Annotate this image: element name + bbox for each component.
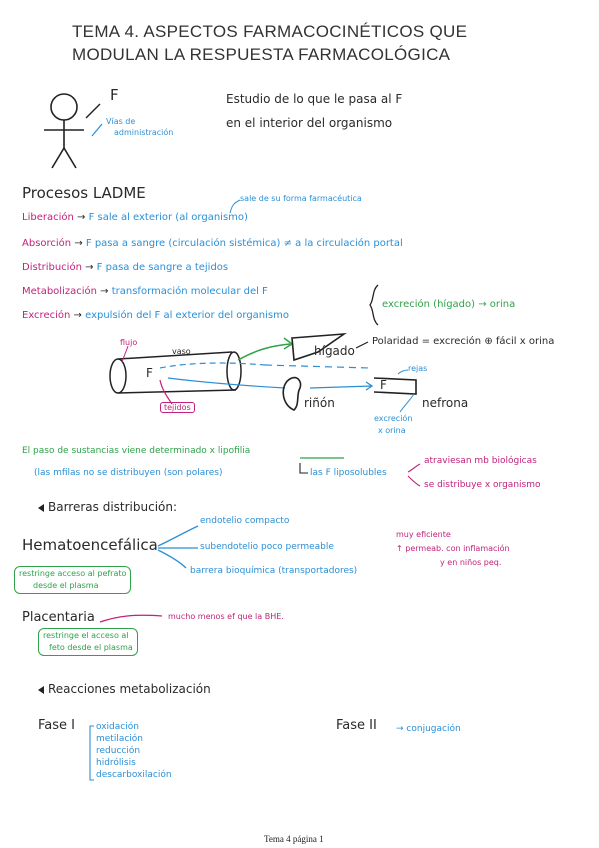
fase1-item-3: reducción (96, 746, 141, 756)
study-line-1: Estudio de lo que le pasa al F (226, 92, 403, 106)
reacciones-heading: Reacciones metabolización (48, 682, 211, 696)
ladme-term: Distribución (22, 262, 82, 273)
nephron-f-label: F (380, 378, 387, 392)
ladme-desc: F pasa de sangre a tejidos (96, 262, 229, 273)
barreras-heading: Barreras distribución: (48, 500, 178, 514)
ladme-heading: Procesos LADME (22, 184, 146, 202)
hemato-item-3: barrera bioquímica (transportadores) (190, 566, 358, 576)
eficiente-note-3: y en niños peq. (440, 558, 502, 567)
fase2-item-text: conjugación (406, 724, 461, 734)
study-line-2: en el interior del organismo (226, 116, 393, 130)
ladme-desc: F pasa a sangre (circulación sistémica) … (85, 238, 403, 249)
hemato-item-2: subendotelio poco permeable (200, 542, 334, 552)
atraviesan-note: atraviesan mb biológicas (424, 456, 537, 466)
vessel-f-label: F (146, 366, 153, 380)
lipofilia-line: El paso de sustancias viene determinado … (22, 446, 251, 456)
rejas-label: rejas (408, 364, 428, 373)
ladme-desc: transformación molecular del F (111, 286, 268, 297)
higado-label: hígado (314, 344, 355, 358)
ladme-desc: F sale al exterior (al organismo) (88, 212, 248, 223)
excrecion-note: excreción (hígado) → orina (382, 299, 516, 310)
stick-figure-icon (44, 93, 84, 169)
ladme-term: Metabolización (22, 286, 97, 297)
ladme-term: Liberación (22, 212, 74, 223)
vias-label-2: administración (114, 128, 174, 137)
hemato-note-2: desde el plasma (33, 581, 99, 590)
fase1-item-1: oxidación (96, 722, 139, 732)
ladme-row-liberacion: Liberación → F sale al exterior (al orga… (22, 212, 248, 223)
ladme-term: Absorción (22, 238, 72, 249)
hemato-note-1: restringe acceso al pefrato (19, 569, 127, 578)
hemato-heading: Hematoencefálica (22, 536, 158, 554)
fase2-item: → conjugación (396, 724, 461, 734)
fase2-label: Fase II (336, 718, 377, 733)
rinon-label: riñón (304, 396, 335, 410)
placenta-note-box: restringe el acceso al feto desde el pla… (38, 628, 138, 656)
eficiente-note-1: muy eficiente (396, 530, 451, 539)
liposolubles-note: las F liposolubles (310, 468, 387, 478)
nefrona-label: nefrona (422, 396, 469, 410)
polaridad-note: Polaridad = excreción ⊕ fácil x orina (372, 336, 555, 347)
flujo-label: flujo (120, 338, 138, 347)
ladme-row-absorcion: Absorción → F pasa a sangre (circulación… (22, 238, 403, 249)
placentaria-heading: Placentaria (22, 610, 95, 625)
ladme-row-excrecion: Excreción → expulsión del F al exterior … (22, 310, 289, 321)
tejidos-label: tejidos (160, 402, 195, 413)
placentaria-note: mucho menos ef que la BHE. (168, 612, 284, 621)
placenta-note-1: restringe el acceso al (43, 631, 129, 640)
hemato-note-box: restringe acceso al pefrato desde el pla… (14, 566, 132, 594)
page-footer: Tema 4 página 1 (264, 834, 324, 844)
ladme-row-distribucion: Distribución → F pasa de sangre a tejido… (22, 262, 229, 273)
vias-label-1: Vías de (106, 117, 136, 126)
mfilas-note: (las mfilas no se distribuyen (son polar… (34, 468, 223, 478)
fase1-item-5: descarboxilación (96, 770, 172, 780)
kidney-drawing (282, 376, 302, 411)
page-title-line-2: MODULAN LA RESPUESTA FARMACOLÓGICA (72, 45, 451, 64)
drug-f-label: F (110, 86, 119, 104)
eficiente-note-2: ↑ permeab. con inflamación (396, 544, 510, 553)
hemato-item-1: endotelio compacto (200, 516, 290, 526)
fase1-item-2: metilación (96, 734, 144, 744)
distribuye-note: se distribuye x organismo (424, 480, 541, 490)
ladme-term: Excreción (22, 310, 71, 321)
ladme-row-metabolizacion: Metabolización → transformación molecula… (22, 286, 268, 297)
fase1-label: Fase I (38, 718, 75, 733)
placenta-note-2: feto desde el plasma (49, 643, 133, 652)
liver-drawing (291, 332, 347, 362)
excrecion-label-2: x orina (378, 426, 406, 435)
page-title-line-1: TEMA 4. ASPECTOS FARMACOCINÉTICOS QUE (72, 22, 468, 41)
vessel-drawing (109, 351, 242, 394)
vaso-label: vaso (172, 347, 191, 356)
excrecion-label-1: excreción (374, 414, 413, 423)
sale-note: sale de su forma farmacéutica (240, 194, 362, 203)
fase1-item-4: hidrólisis (96, 758, 136, 768)
ladme-desc: expulsión del F al exterior del organism… (85, 310, 289, 321)
